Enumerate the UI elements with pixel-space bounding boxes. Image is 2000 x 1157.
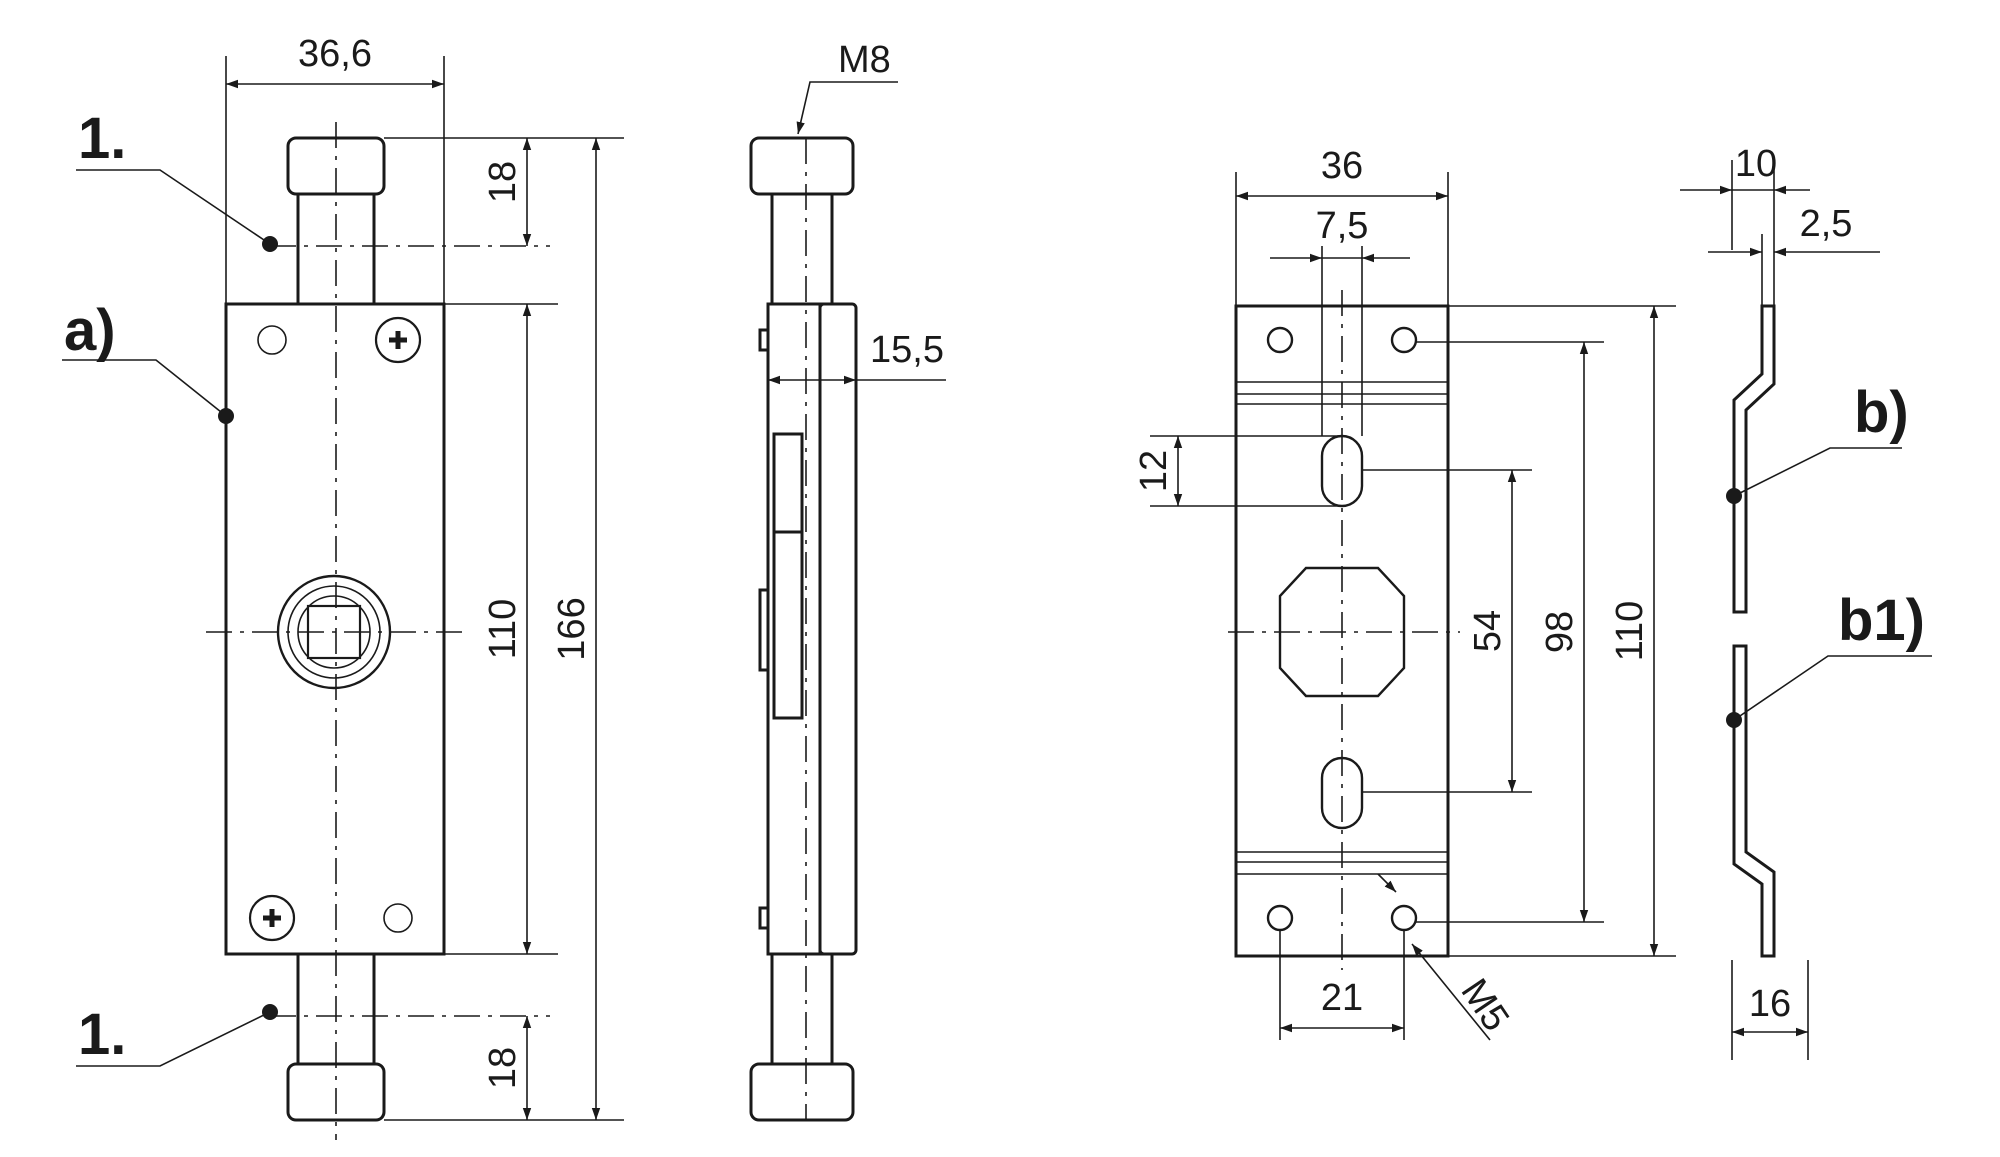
dim-plate-width: 36 xyxy=(1321,145,1363,187)
dim-overall-height: 166 xyxy=(551,597,593,660)
dim-screw-m5: M5 xyxy=(1453,972,1517,1039)
dim-hole-spacing-vertical: 98 xyxy=(1539,611,1581,653)
screw-icon xyxy=(374,316,422,364)
strike-plate-view: 36 7,5 12 54 98 110 21 xyxy=(1133,145,1676,1041)
body-side xyxy=(818,302,858,956)
dim-profile-thickness: 10 xyxy=(1735,143,1777,185)
dim-slot-length: 12 xyxy=(1133,450,1175,492)
bolt-opening xyxy=(1278,566,1406,698)
dim-pin-bottom: 18 xyxy=(482,1047,524,1089)
inner-block xyxy=(772,530,804,720)
dim-body-height: 110 xyxy=(482,599,524,660)
screw-icon xyxy=(248,894,296,942)
side-view: M8 15,5 xyxy=(749,39,946,1122)
dim-offset: 2,5 xyxy=(1800,203,1853,245)
lug xyxy=(758,328,770,352)
bottom-pin-shaft-side xyxy=(770,952,834,1066)
top-pin-shaft-side xyxy=(770,192,834,306)
dim-plate-height: 110 xyxy=(1609,601,1651,662)
dim-profile-depth: 16 xyxy=(1749,983,1791,1025)
lug xyxy=(758,588,770,672)
dim-slot-spacing: 54 xyxy=(1467,610,1509,652)
callout-top-pin: 1. xyxy=(78,106,126,171)
top-pin-cap-side xyxy=(749,136,855,196)
profile-bottom xyxy=(1732,644,1776,958)
dim-depth: 15,5 xyxy=(870,329,944,371)
bottom-pin-cap-side xyxy=(749,1062,855,1122)
dim-hole-spacing-horizontal: 21 xyxy=(1321,977,1363,1019)
mounting-hole xyxy=(383,903,413,933)
plate-profile-view: 10 2,5 16 b) b1) xyxy=(1680,143,1932,1060)
lug xyxy=(758,906,770,930)
inner-block xyxy=(772,432,804,534)
callout-plate-top: b) xyxy=(1854,380,1909,445)
callout-bottom-pin: 1. xyxy=(78,1002,126,1067)
dim-slot-width: 7,5 xyxy=(1316,205,1369,247)
dim-width: 36,6 xyxy=(298,33,372,75)
profile-top xyxy=(1732,304,1776,614)
plate-hole xyxy=(1390,326,1418,354)
front-view: 36,6 18 110 18 166 1. a) 1. xyxy=(62,33,624,1140)
mounting-hole xyxy=(257,325,287,355)
plate-hole xyxy=(1266,326,1294,354)
dim-pin-top: 18 xyxy=(482,161,524,203)
bolt-body xyxy=(224,302,446,956)
dim-thread-m8: M8 xyxy=(838,39,891,81)
callout-plate-bottom: b1) xyxy=(1838,588,1925,653)
callout-body: a) xyxy=(64,298,116,363)
